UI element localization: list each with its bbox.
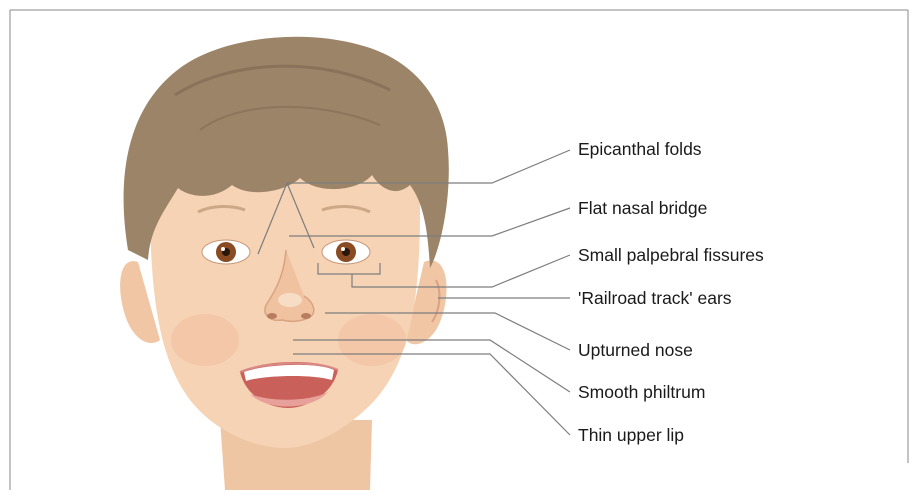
right-eye <box>322 240 370 264</box>
label-thin-upper-lip: Thin upper lip <box>578 425 684 445</box>
label-flat-nasal-bridge: Flat nasal bridge <box>578 198 707 218</box>
left-eye <box>202 240 250 264</box>
child-face-illustration <box>120 37 449 490</box>
label-upturned-nose: Upturned nose <box>578 340 693 360</box>
label-small-palpebral-fissures: Small palpebral fissures <box>578 245 764 265</box>
label-railroad-track-ears: 'Railroad track' ears <box>578 288 732 308</box>
label-smooth-philtrum: Smooth philtrum <box>578 382 705 402</box>
label-epicanthal-folds: Epicanthal folds <box>578 139 702 159</box>
